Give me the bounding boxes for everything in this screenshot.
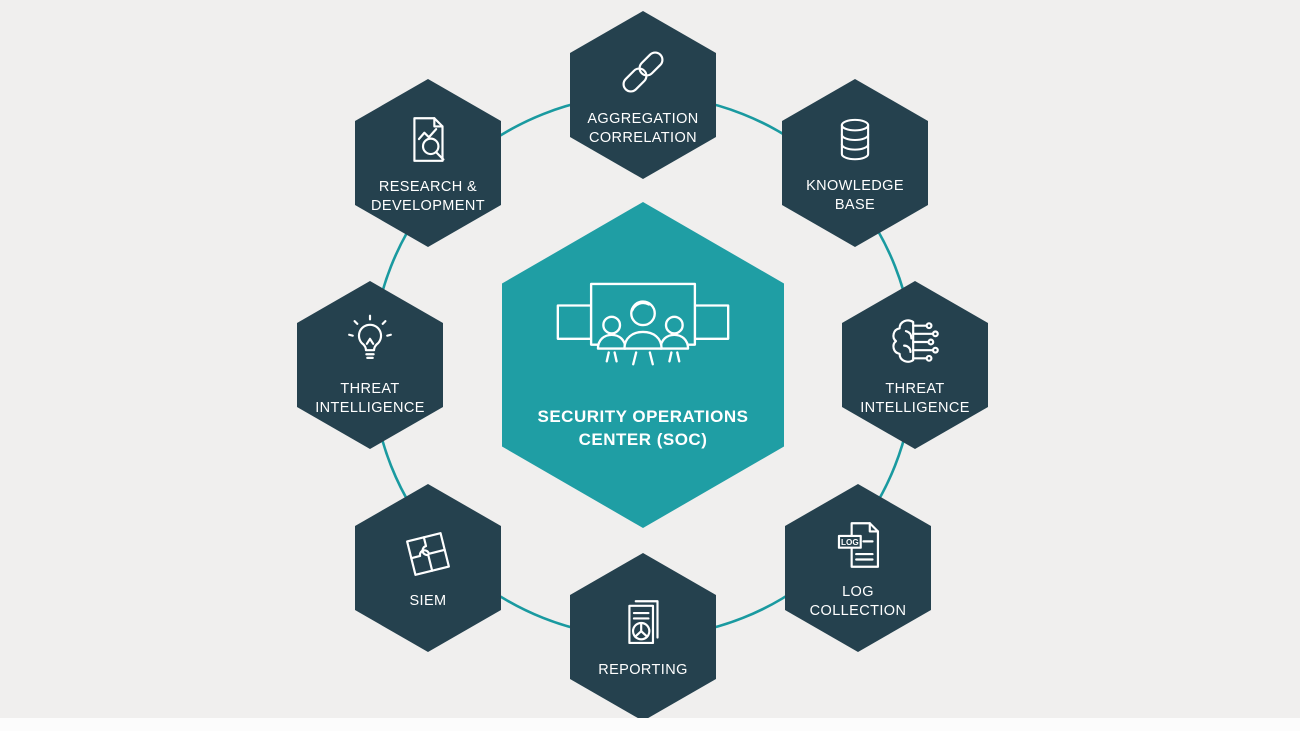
- svg-text:LOG: LOG: [841, 538, 859, 547]
- soc-team-monitor-icon: [550, 278, 736, 380]
- puzzle-pieces-icon: [399, 525, 457, 583]
- node-soc-center: SECURITY OPERATIONS CENTER (SOC): [502, 202, 784, 528]
- node-label: LOG COLLECTION: [809, 583, 907, 619]
- database-icon: [827, 112, 883, 168]
- log-document-icon: LOG: [829, 516, 887, 574]
- bottom-strip: [0, 718, 1300, 731]
- node-research-development: RESEARCH & DEVELOPMENT: [355, 79, 501, 247]
- lightbulb-idea-icon: [341, 313, 399, 371]
- node-label: THREAT INTELLIGENCE: [860, 380, 970, 416]
- node-siem: SIEM: [355, 484, 501, 652]
- node-label: SIEM: [409, 593, 447, 610]
- chain-link-icon: [614, 43, 672, 101]
- report-pie-document-icon: [614, 594, 672, 652]
- node-label: KNOWLEDGE BASE: [806, 177, 904, 213]
- document-search-icon: [399, 111, 457, 169]
- node-label: AGGREGATION CORRELATION: [587, 110, 699, 146]
- node-label: REPORTING: [598, 662, 688, 679]
- node-label: RESEARCH & DEVELOPMENT: [371, 178, 485, 214]
- ai-brain-circuit-icon: [886, 313, 944, 371]
- node-label: THREAT INTELLIGENCE: [315, 380, 425, 416]
- center-title: SECURITY OPERATIONS CENTER (SOC): [537, 407, 749, 449]
- node-threat-intelligence-left: THREAT INTELLIGENCE: [297, 281, 443, 449]
